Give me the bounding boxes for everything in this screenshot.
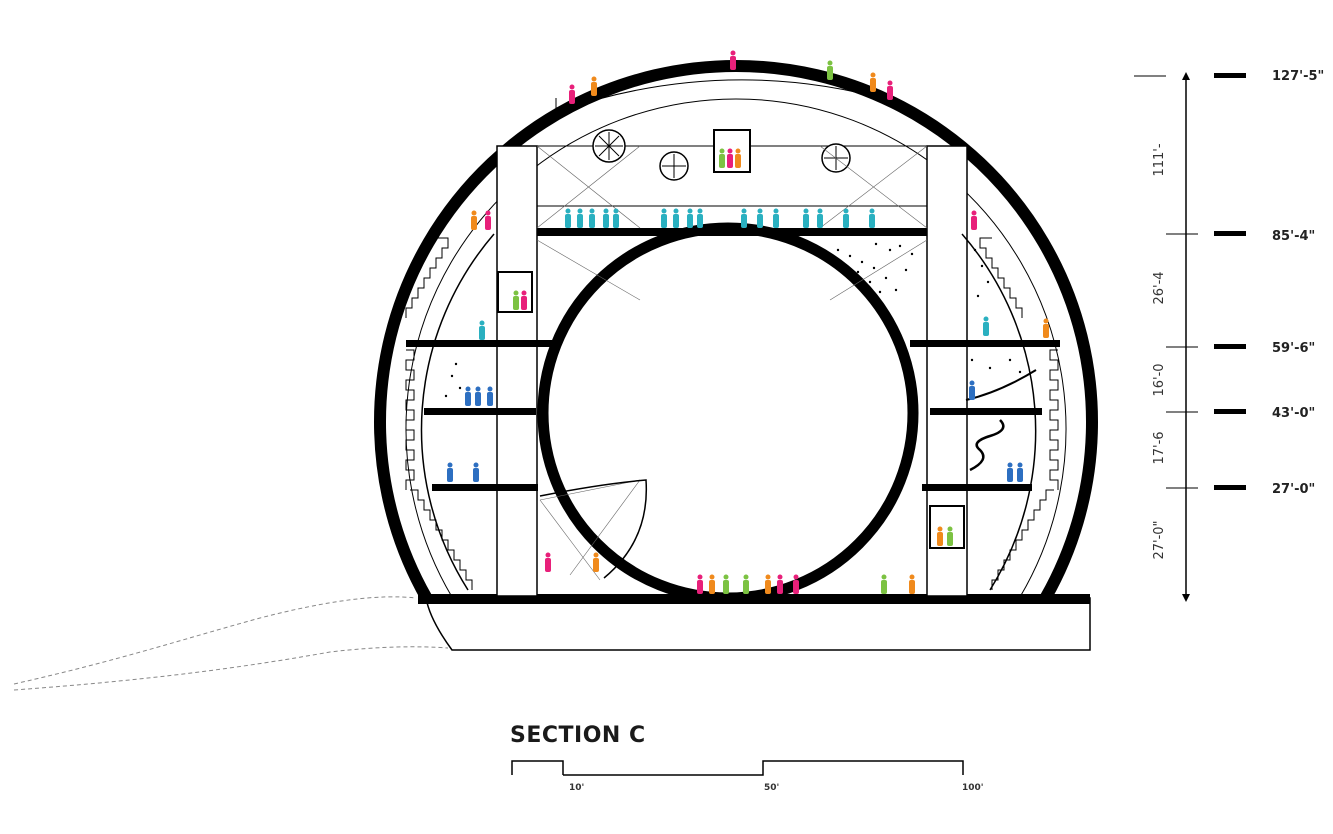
person-figure <box>521 290 527 310</box>
person-figure <box>817 208 823 228</box>
scale-label: 100' <box>962 783 984 793</box>
person-figure <box>577 208 583 228</box>
right-core <box>926 145 968 597</box>
person-figure <box>589 208 595 228</box>
person-figure <box>773 208 779 228</box>
person-figure <box>727 148 733 168</box>
dimension-label: 27'-0" <box>1152 520 1167 559</box>
person-figure <box>591 76 597 96</box>
person-figure <box>485 210 491 230</box>
person-figure <box>465 386 471 406</box>
person-figure <box>735 148 741 168</box>
person-figure <box>870 72 876 92</box>
person-figure <box>1007 462 1013 482</box>
person-figure <box>757 208 763 228</box>
person-figure <box>687 208 693 228</box>
person-figure <box>947 526 953 546</box>
person-figure <box>1017 462 1023 482</box>
elevation-axis <box>1134 72 1246 602</box>
person-figure <box>697 208 703 228</box>
person-figure <box>983 316 989 336</box>
person-figure <box>473 462 479 482</box>
person-figure <box>447 462 453 482</box>
elevation-label: 27'-0" <box>1272 482 1315 497</box>
dimension-label: 17'-6 <box>1152 431 1167 464</box>
dimension-label: 16'-0 <box>1152 363 1167 396</box>
person-figure <box>479 320 485 340</box>
slide-icon <box>969 419 1005 472</box>
dimension-label: 26'-4 <box>1152 271 1167 304</box>
net-texture <box>444 242 1022 398</box>
person-figure <box>603 208 609 228</box>
hammock-net <box>539 479 648 579</box>
floor-slabs <box>406 340 1060 491</box>
person-figure <box>881 574 887 594</box>
person-figure <box>909 574 915 594</box>
person-figure <box>743 574 749 594</box>
elevation-label: 59'-6" <box>1272 341 1315 356</box>
person-figure <box>593 552 599 572</box>
person-figure <box>569 84 575 104</box>
person-figure <box>765 574 771 594</box>
scale-bar <box>511 760 964 776</box>
slide-ramp <box>965 369 1037 401</box>
stairs-right <box>979 237 1059 590</box>
dimension-label: 111'- <box>1152 143 1167 176</box>
elevation-label: 85'-4" <box>1272 229 1315 244</box>
person-figure <box>887 80 893 100</box>
left-core <box>496 145 538 597</box>
elevation-label: 43'-0" <box>1272 406 1315 421</box>
person-figure <box>545 552 551 572</box>
person-figure <box>513 290 519 310</box>
person-figure <box>937 526 943 546</box>
person-figure <box>723 574 729 594</box>
terrain-lines <box>13 596 449 691</box>
person-figure <box>843 208 849 228</box>
person-figure <box>730 50 736 70</box>
person-figure <box>971 210 977 230</box>
person-figure <box>565 208 571 228</box>
scale-label: 50' <box>764 783 779 793</box>
person-figure <box>777 574 783 594</box>
person-figure <box>697 574 703 594</box>
person-figure <box>613 208 619 228</box>
person-figure <box>741 208 747 228</box>
person-figure <box>827 60 833 80</box>
section-title: SECTION C <box>510 723 646 748</box>
truss-lines <box>536 145 928 581</box>
base-platform <box>418 594 1091 651</box>
person-figure <box>673 208 679 228</box>
person-figure <box>869 208 875 228</box>
person-figure <box>475 386 481 406</box>
scale-label: 10' <box>569 783 584 793</box>
inner-sphere <box>537 222 919 604</box>
person-figure <box>661 208 667 228</box>
stairs-left <box>405 237 473 590</box>
people-figures <box>447 50 1049 594</box>
person-figure <box>471 210 477 230</box>
person-figure <box>1043 318 1049 338</box>
person-figure <box>709 574 715 594</box>
person-figure <box>793 574 799 594</box>
person-figure <box>969 380 975 400</box>
person-figure <box>487 386 493 406</box>
elevation-label: 127'-5" <box>1272 69 1324 84</box>
curved-partitions <box>420 233 1037 591</box>
person-figure <box>803 208 809 228</box>
person-figure <box>719 148 725 168</box>
